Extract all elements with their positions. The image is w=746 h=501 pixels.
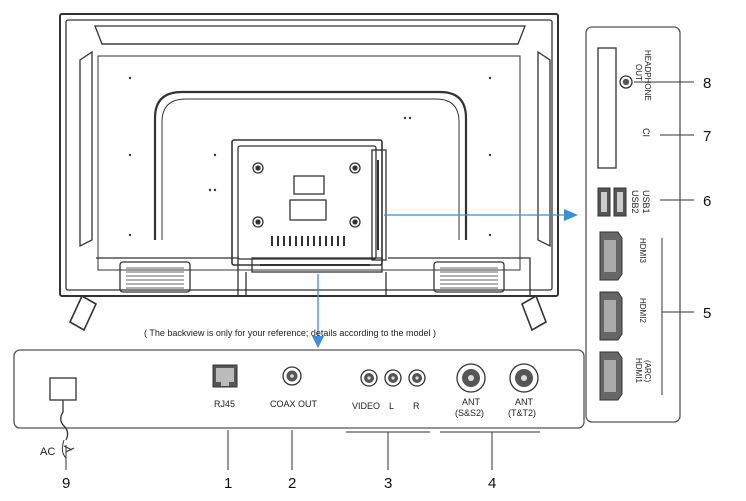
- callout-1: 1: [224, 475, 232, 492]
- side-panel: HEADPHONE OUT CI USB2 USB1 HDMI3 HDMI2: [585, 26, 681, 423]
- callout-4: 4: [488, 475, 496, 492]
- hdmi3-port: [599, 231, 623, 281]
- ant-t-t2-label: ANT: [515, 397, 534, 407]
- audio-r-port: [408, 369, 426, 387]
- headphone-label-1: HEADPHONE: [643, 50, 652, 101]
- audio-l-label: L: [389, 401, 394, 411]
- ci-slot: [597, 47, 617, 169]
- audio-r-label: R: [413, 401, 420, 411]
- video-port: [360, 369, 378, 387]
- hdmi1-label-2: (ARC): [643, 360, 652, 383]
- reference-note: ( The backview is only for your referenc…: [144, 328, 436, 338]
- ac-power-socket: [49, 377, 77, 441]
- rj45-port: [212, 364, 238, 388]
- side-ports-arrowhead: [564, 209, 578, 221]
- usb2-label: USB2: [630, 190, 640, 214]
- hdmi2-label: HDMI2: [638, 298, 647, 323]
- bottom-callout-lines: [65, 430, 540, 470]
- tv-back-view: [59, 13, 559, 332]
- callout-6: 6: [703, 193, 711, 210]
- coax-out-port: [282, 366, 302, 386]
- ant-s-s2-port: [456, 363, 486, 393]
- callout-7: 7: [703, 128, 711, 145]
- hdmi1-label-1: HDMI1: [634, 358, 643, 383]
- hdmi3-label: HDMI3: [638, 238, 647, 263]
- ci-label: CI: [641, 128, 651, 137]
- hdmi2-port: [599, 291, 623, 341]
- callout-3: 3: [384, 475, 392, 492]
- coax-out-label: COAX OUT: [270, 399, 318, 409]
- ant-t-t2-port: [509, 363, 539, 393]
- ant-t-t2-sublabel: (T&T2): [508, 408, 536, 418]
- side-callout-lines: [634, 81, 694, 395]
- usb2-port: [597, 187, 611, 217]
- usb1-label: USB1: [641, 190, 651, 214]
- audio-l-port: [384, 369, 402, 387]
- bottom-ports-arrowhead: [312, 336, 324, 348]
- usb1-port: [613, 187, 627, 217]
- ac-label: AC: [40, 446, 55, 458]
- headphone-label-2: OUT: [634, 64, 643, 81]
- video-label: VIDEO: [352, 401, 380, 411]
- rj45-label: RJ45: [214, 399, 235, 409]
- hdmi1-arc-port: [599, 351, 623, 401]
- ant-s-s2-label: ANT: [462, 397, 481, 407]
- bottom-panel: AC RJ45 COAX OUT: [13, 349, 585, 459]
- callout-9: 9: [62, 475, 70, 492]
- callout-2: 2: [288, 475, 296, 492]
- ant-s-s2-sublabel: (S&S2): [455, 408, 484, 418]
- headphone-out-port: [619, 75, 633, 89]
- ac-plug-icon: [61, 439, 75, 459]
- callout-5: 5: [703, 305, 711, 322]
- callout-8: 8: [703, 75, 711, 92]
